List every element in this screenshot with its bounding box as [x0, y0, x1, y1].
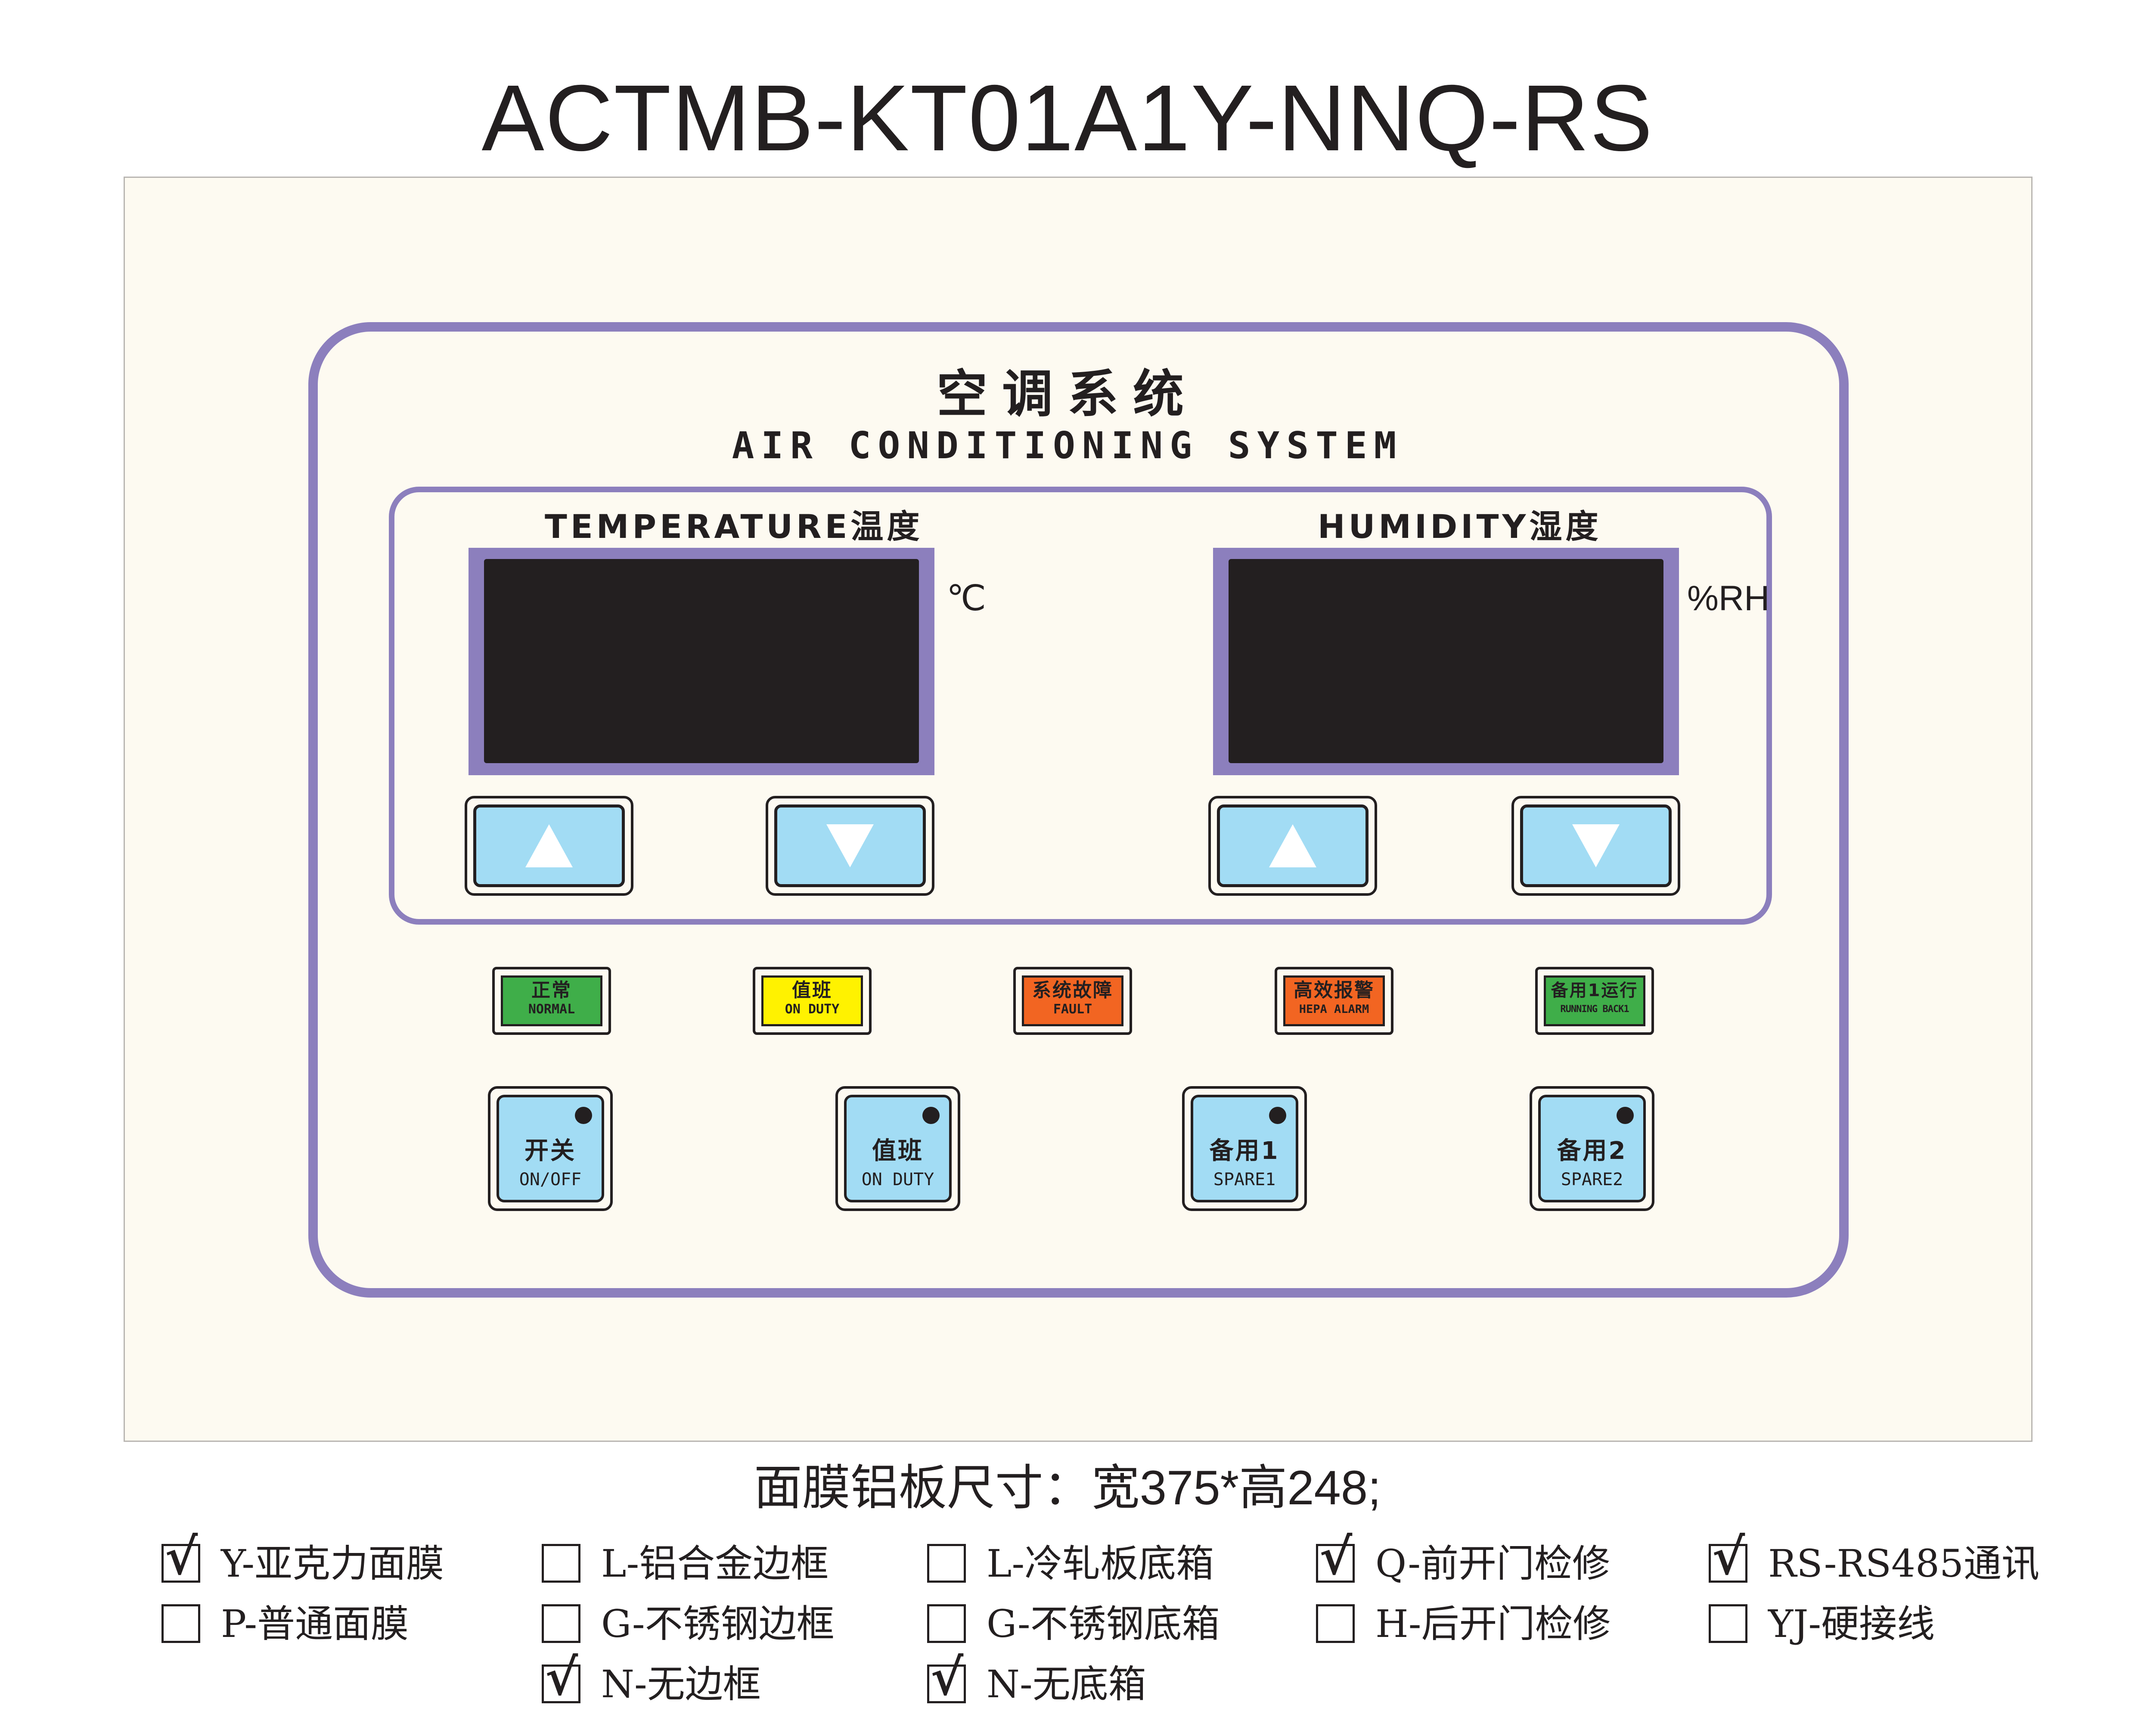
- humidity-display: [1213, 548, 1679, 775]
- temperature-screen: [484, 559, 919, 763]
- dimensions-separator: *: [1220, 1461, 1239, 1515]
- indicator-hepa-alarm-en: HEPA ALARM: [1299, 1003, 1369, 1016]
- dimensions-suffix: ;: [1368, 1461, 1381, 1515]
- controller-frame: [308, 322, 1849, 1298]
- checkmark-icon: √: [165, 1528, 198, 1586]
- checkmark-icon: √: [545, 1648, 578, 1707]
- on-duty-key-en: ON DUTY: [861, 1170, 934, 1189]
- dimensions-width: 375: [1139, 1461, 1220, 1515]
- checkbox[interactable]: [1316, 1604, 1355, 1643]
- checkmark-icon: √: [1712, 1528, 1745, 1586]
- dimensions-height-label: 高: [1239, 1460, 1288, 1516]
- status-dot-icon: [1617, 1107, 1634, 1124]
- indicator-fault-light: 系统故障 FAULT: [1022, 975, 1123, 1026]
- checkbox[interactable]: [542, 1604, 580, 1643]
- status-dot-icon: [1269, 1107, 1286, 1124]
- on-duty-key[interactable]: 值班 ON DUTY: [835, 1086, 960, 1211]
- checkbox[interactable]: [161, 1604, 200, 1643]
- option-label: RS-RS485通讯: [1768, 1541, 2040, 1586]
- checkbox[interactable]: [1316, 1544, 1355, 1583]
- checkbox[interactable]: [1709, 1604, 1747, 1643]
- spare2-key-cn: 备用2: [1557, 1137, 1627, 1165]
- indicator-hepa-alarm-cn: 高效报警: [1294, 979, 1375, 1001]
- humidity-unit: %RH: [1687, 579, 1770, 618]
- panel-dimensions: 面膜铝板尺寸：宽375*高248;: [0, 1456, 2135, 1520]
- checkmark-icon: √: [1319, 1528, 1353, 1586]
- humidity-down-button[interactable]: [1511, 796, 1680, 896]
- checkbox[interactable]: [927, 1665, 966, 1703]
- checkbox[interactable]: [1709, 1544, 1747, 1583]
- dimensions-prefix: 面膜铝板尺寸：宽: [754, 1460, 1140, 1516]
- indicator-normal: 正常 NORMAL: [492, 967, 611, 1035]
- checkbox[interactable]: [927, 1544, 966, 1583]
- indicator-on-duty-cn: 值班: [792, 979, 832, 1001]
- indicator-hepa-alarm: 高效报警 HEPA ALARM: [1275, 967, 1393, 1035]
- indicator-fault-en: FAULT: [1053, 1002, 1092, 1017]
- triangle-up-icon: [525, 824, 573, 867]
- on-off-key-en: ON/OFF: [519, 1170, 582, 1189]
- triangle-down-icon: [1572, 824, 1620, 867]
- spare1-key[interactable]: 备用1 SPARE1: [1182, 1086, 1307, 1211]
- option-label: Q-前开门检修: [1375, 1541, 1611, 1586]
- triangle-up-icon: [1269, 824, 1316, 867]
- checkbox[interactable]: [927, 1604, 966, 1643]
- indicator-hepa-alarm-light: 高效报警 HEPA ALARM: [1283, 975, 1385, 1026]
- option-label: G-不锈钢底箱: [987, 1602, 1220, 1646]
- status-dot-icon: [922, 1107, 940, 1124]
- display-area: [389, 487, 1772, 925]
- indicator-fault: 系统故障 FAULT: [1013, 967, 1132, 1035]
- checkbox[interactable]: [161, 1544, 200, 1583]
- temperature-down-button[interactable]: [766, 796, 934, 896]
- indicator-running-back1-en: RUNNING BACK1: [1560, 1004, 1629, 1015]
- dimensions-height: 248: [1287, 1461, 1368, 1515]
- temperature-label: TEMPERATURE温度: [545, 507, 923, 546]
- option-label: Y-亚克力面膜: [221, 1541, 444, 1586]
- indicator-on-duty: 值班 ON DUTY: [753, 967, 872, 1035]
- spare1-key-en: SPARE1: [1213, 1170, 1276, 1189]
- model-title: ACTMB-KT01A1Y-NNQ-RS: [481, 66, 1654, 171]
- spare1-key-cn: 备用1: [1209, 1137, 1280, 1165]
- option-label: G-不锈钢边框: [601, 1602, 835, 1646]
- option-label: P-普通面膜: [221, 1602, 409, 1646]
- option-label: N-无边框: [601, 1662, 761, 1706]
- spare2-key-en: SPARE2: [1561, 1170, 1623, 1189]
- indicator-on-duty-light: 值班 ON DUTY: [761, 975, 863, 1026]
- on-off-key[interactable]: 开关 ON/OFF: [488, 1086, 613, 1211]
- option-label: L-冷轧板底箱: [987, 1541, 1214, 1586]
- checkbox[interactable]: [542, 1544, 580, 1583]
- option-label: YJ-硬接线: [1768, 1602, 1935, 1646]
- on-duty-key-cn: 值班: [872, 1137, 924, 1165]
- triangle-down-icon: [826, 824, 874, 867]
- indicator-normal-en: NORMAL: [528, 1002, 575, 1017]
- status-dot-icon: [575, 1107, 592, 1124]
- humidity-up-button[interactable]: [1208, 796, 1377, 896]
- indicator-running-back1-light: 备用1运行 RUNNING BACK1: [1544, 975, 1645, 1026]
- system-title-cn: 空调系统: [936, 364, 1198, 424]
- spare2-key[interactable]: 备用2 SPARE2: [1530, 1086, 1654, 1211]
- temperature-up-button[interactable]: [465, 796, 633, 896]
- checkbox[interactable]: [542, 1665, 580, 1703]
- on-off-key-cn: 开关: [524, 1137, 576, 1165]
- indicator-normal-cn: 正常: [531, 979, 572, 1001]
- indicator-fault-cn: 系统故障: [1032, 979, 1113, 1001]
- system-title-en: AIR CONDITIONING SYSTEM: [732, 424, 1403, 467]
- option-label: L-铝合金边框: [601, 1541, 829, 1586]
- indicator-running-back1-cn: 备用1运行: [1551, 981, 1638, 1000]
- panel-background: [124, 177, 2033, 1442]
- temperature-display: [469, 548, 934, 775]
- option-label: N-无底箱: [987, 1662, 1146, 1706]
- indicator-on-duty-en: ON DUTY: [785, 1002, 840, 1017]
- indicator-running-back1: 备用1运行 RUNNING BACK1: [1535, 967, 1654, 1035]
- humidity-screen: [1229, 559, 1663, 763]
- checkmark-icon: √: [931, 1648, 964, 1707]
- indicator-normal-light: 正常 NORMAL: [501, 975, 602, 1026]
- temperature-unit: ℃: [946, 579, 987, 618]
- option-label: H-后开门检修: [1375, 1602, 1611, 1646]
- humidity-label: HUMIDITY湿度: [1318, 507, 1602, 546]
